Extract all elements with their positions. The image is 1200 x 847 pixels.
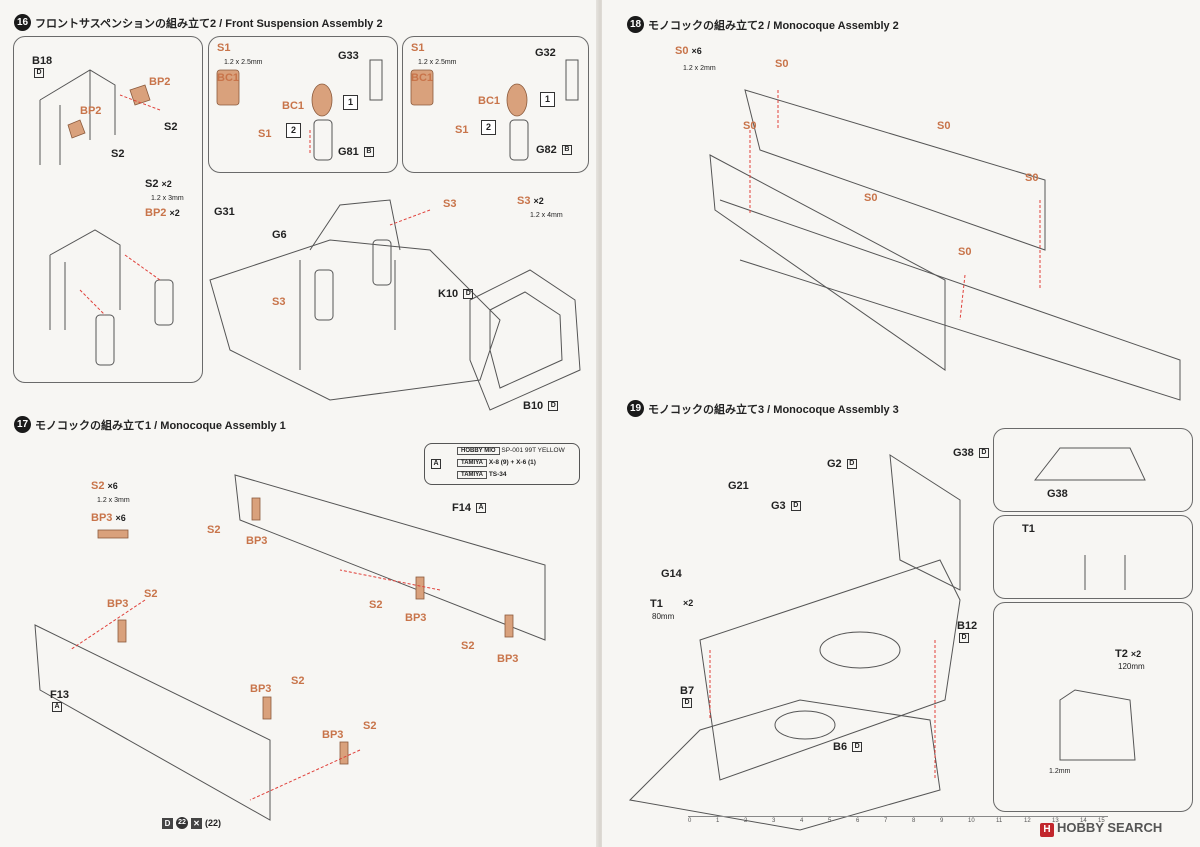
step-18-title: 18 モノコックの組み立て2 / Monocoque Assembly 2 — [627, 16, 899, 33]
label-bp3-spec: BP3 ×6 — [91, 512, 126, 524]
label-bc1-a: BC1 — [217, 72, 240, 84]
spec-s1-a: 1.2 x 2.5mm — [224, 59, 263, 66]
label-s0-a: S0 — [775, 58, 789, 70]
label-s2-17e: S2 — [291, 675, 305, 687]
right-page — [602, 0, 1200, 847]
label-g33: G33 — [338, 50, 359, 62]
label-s2-a: S2 — [164, 121, 178, 133]
label-s1-d: S1 — [455, 124, 469, 136]
label-s0-f: S0 — [958, 246, 972, 258]
step-16-box-main — [13, 36, 203, 383]
spec-s1-c: 1.2 x 2.5mm — [418, 59, 457, 66]
label-g82: G82 B — [536, 144, 572, 156]
step-19-box-g38 — [993, 428, 1193, 512]
label-s0-spec: S0 ×6 — [675, 45, 702, 57]
left-page — [0, 0, 598, 847]
label-g38-a: G38 D — [953, 447, 989, 459]
spec-t2-len: 120mm — [1118, 662, 1145, 671]
label-b6: B6 D — [833, 741, 863, 753]
label-t1-x2: ×2 — [683, 598, 694, 608]
label-s1-c: S1 — [411, 42, 425, 54]
spec-t1-len: 80mm — [652, 612, 675, 621]
label-s0-e: S0 — [864, 192, 878, 204]
label-s0-b: S0 — [743, 120, 757, 132]
label-s0-c: S0 — [937, 120, 951, 132]
label-s2-17d: S2 — [461, 640, 475, 652]
spec-g38-len: 1.2mm — [1049, 768, 1071, 775]
label-s2-17: S2 ×6 — [91, 480, 118, 492]
label-s3-b: S3 — [272, 296, 286, 308]
label-s2-17f: S2 — [363, 720, 377, 732]
label-bp2-spec: BP2 ×2 — [145, 207, 180, 219]
step-16-title: 16 フロントサスペンションの組み立て2 / Front Suspension … — [14, 14, 383, 31]
label-t1-box: T1 — [1022, 523, 1035, 535]
label-bp3-d: BP3 — [497, 653, 519, 665]
step-marker-2b: 2 — [481, 120, 496, 135]
label-bc1-d: BC1 — [478, 95, 501, 107]
label-g21: G21 — [728, 480, 749, 492]
label-g32: G32 — [535, 47, 556, 59]
label-g6: G6 — [272, 229, 287, 241]
label-s2-spec: S2 ×2 — [145, 178, 172, 190]
label-k10: K10 D — [438, 288, 474, 300]
step-marker-2a: 2 — [286, 123, 301, 138]
spec-s2-17: 1.2 x 3mm — [97, 497, 130, 504]
label-t2: T2 ×2 — [1115, 648, 1142, 660]
page-gutter — [596, 0, 604, 847]
label-bc1-b: BC1 — [282, 100, 305, 112]
hobby-search-logo-icon: H — [1040, 823, 1054, 837]
label-g2: G2 D — [827, 458, 857, 470]
label-t1: T1 — [650, 598, 663, 610]
label-bp3-a: BP3 — [246, 535, 268, 547]
paint-table: A HOBBY MIO SP-001 99T YELLOW TAMIYA X-8… — [424, 443, 580, 485]
label-g14: G14 — [661, 568, 682, 580]
step-19-title: 19 モノコックの組み立て3 / Monocoque Assembly 3 — [627, 400, 899, 417]
label-s2-17a: S2 — [207, 524, 221, 536]
label-g3: G3 D — [771, 500, 801, 512]
label-bp2-b: BP2 — [80, 105, 102, 117]
label-s0-d: S0 — [1025, 172, 1039, 184]
step-19-box-t1 — [993, 515, 1193, 599]
step-16-box-g32 — [402, 36, 589, 173]
scale-ruler: 0 1 2 3 4 5 6 7 8 9 10 11 12 13 14 15 — [688, 816, 1108, 831]
step-marker-1a: 1 — [343, 95, 358, 110]
label-s1-b: S1 — [258, 128, 272, 140]
label-g38-b: G38 — [1047, 488, 1068, 500]
label-s2-17b: S2 — [144, 588, 158, 600]
label-b10: B10 D — [523, 400, 559, 412]
label-bp2-a: BP2 — [149, 76, 171, 88]
spec-s2: 1.2 x 3mm — [151, 195, 184, 202]
label-s3-a: S3 — [443, 198, 457, 210]
step-19-box-t2 — [993, 602, 1193, 812]
label-bp3-f: BP3 — [322, 729, 344, 741]
step-17-title: 17 モノコックの組み立て1 / Monocoque Assembly 1 — [14, 416, 286, 433]
label-s2-b: S2 — [111, 148, 125, 160]
label-bp3-c: BP3 — [405, 612, 427, 624]
label-bp3-b: BP3 — [107, 598, 129, 610]
step-16-box-g33 — [208, 36, 398, 173]
step-marker-1b: 1 — [540, 92, 555, 107]
label-g81: G81 B — [338, 146, 374, 158]
label-bp3-e: BP3 — [250, 683, 272, 695]
spec-s0: 1.2 x 2mm — [683, 65, 716, 72]
label-f14: F14 A — [452, 502, 487, 514]
label-s2-17c: S2 — [369, 599, 383, 611]
label-s3-spec: S3 ×2 — [517, 195, 544, 207]
label-g31: G31 — [214, 206, 235, 218]
spec-s3: 1.2 x 4mm — [530, 212, 563, 219]
label-s1-a: S1 — [217, 42, 231, 54]
label-bc1-c: BC1 — [411, 72, 434, 84]
